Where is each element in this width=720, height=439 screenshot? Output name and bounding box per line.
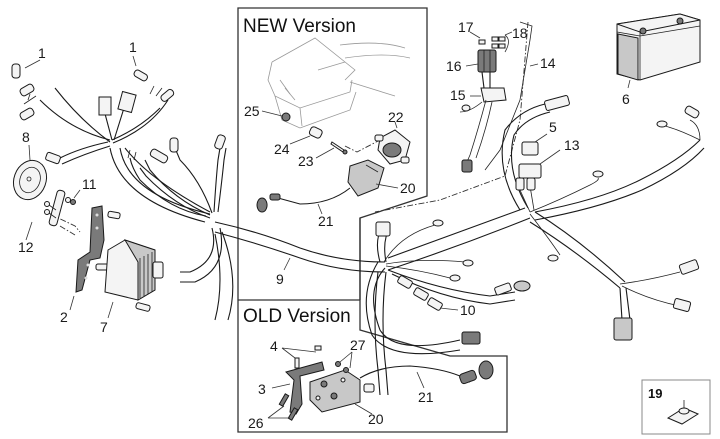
center-connector [375, 221, 391, 237]
part-16-fuse-box: 16 [446, 49, 497, 74]
callout-3: 3 [258, 381, 266, 397]
part-11-12-horn-bracket: 11 12 [18, 176, 97, 255]
callout-22: 22 [388, 109, 404, 125]
right-branches [515, 95, 701, 341]
callout-2: 2 [60, 309, 68, 325]
part-26-screws-old: 26 [248, 393, 299, 431]
mount-axis-line [344, 139, 381, 153]
callout-6: 6 [622, 91, 630, 107]
callout-5: 5 [549, 119, 557, 135]
part-21-plug-cable-new: 21 [256, 187, 351, 229]
part-13-relay-holder: 13 [518, 137, 580, 179]
old-version-title: OLD Version [243, 306, 351, 327]
part-7-regulator: 7 [100, 239, 164, 335]
connector-b [117, 90, 137, 114]
harness-routing-line [374, 21, 529, 213]
center-branches [375, 219, 531, 345]
callout-21: 21 [318, 213, 334, 229]
part-22-coil-mount: 22 [374, 109, 411, 165]
part-14-cable: 14 [484, 21, 556, 171]
part-23-screw: 23 [298, 141, 348, 169]
callout-16: 16 [446, 58, 462, 74]
callout-26: 26 [248, 415, 264, 431]
callout-24: 24 [274, 141, 290, 157]
callout-9: 9 [276, 271, 284, 287]
part-18-fuses: 18 [491, 25, 528, 53]
part-27-nuts-old: 27 [335, 337, 366, 373]
part-21-plug-cable-old: 21 [359, 360, 494, 405]
callout-15: 15 [450, 87, 466, 103]
connector-a [98, 96, 112, 116]
left-middle-branches [127, 134, 227, 219]
callout-17: 17 [458, 19, 474, 35]
callout-12: 12 [18, 239, 34, 255]
callout-19: 19 [648, 386, 662, 401]
left-upper-harness [19, 83, 175, 165]
callout-4: 4 [270, 338, 278, 354]
part-17-fuse: 17 [458, 19, 486, 45]
callout-23: 23 [298, 153, 314, 169]
part-19-inset: 19 [641, 379, 711, 435]
callout-1: 1 [38, 45, 46, 61]
old-version-box: OLD Version [237, 218, 508, 433]
part-24-spacer: 24 [274, 126, 323, 157]
part-1-left: 1 [11, 45, 46, 79]
part-6-battery: 6 [616, 13, 701, 107]
part-15-fuse-holder: 15 [450, 71, 507, 173]
callout-20: 20 [368, 411, 384, 427]
part-4-screws: 4 [270, 338, 322, 369]
callout-13: 13 [564, 137, 580, 153]
frame-ghost [267, 37, 411, 129]
callout-20: 20 [400, 180, 416, 196]
callout-18: 18 [512, 25, 528, 41]
connector-10 [413, 287, 429, 301]
part-25-nut: 25 [244, 103, 291, 122]
part-5-relay: 5 [521, 119, 557, 156]
part-8-horn: 8 [12, 129, 48, 201]
callout-8: 8 [22, 129, 30, 145]
part-10-label: 10 [439, 302, 476, 318]
callout-14: 14 [540, 55, 556, 71]
callout-25: 25 [244, 103, 260, 119]
callout-1: 1 [129, 39, 137, 55]
part-20-coil-old: 20 [309, 369, 384, 427]
callout-21: 21 [418, 389, 434, 405]
callout-7: 7 [100, 319, 108, 335]
part-3-bracket-old: 3 [258, 361, 325, 415]
new-version-title: NEW Version [243, 16, 356, 37]
callout-11: 11 [82, 176, 97, 192]
callout-10: 10 [460, 302, 476, 318]
part-9-harness-label: 9 [276, 257, 291, 287]
part-20-coil-new: 20 [347, 159, 416, 197]
part-1-right: 1 [129, 39, 148, 82]
lower-right-connector [613, 317, 633, 341]
callout-27: 27 [350, 337, 366, 353]
